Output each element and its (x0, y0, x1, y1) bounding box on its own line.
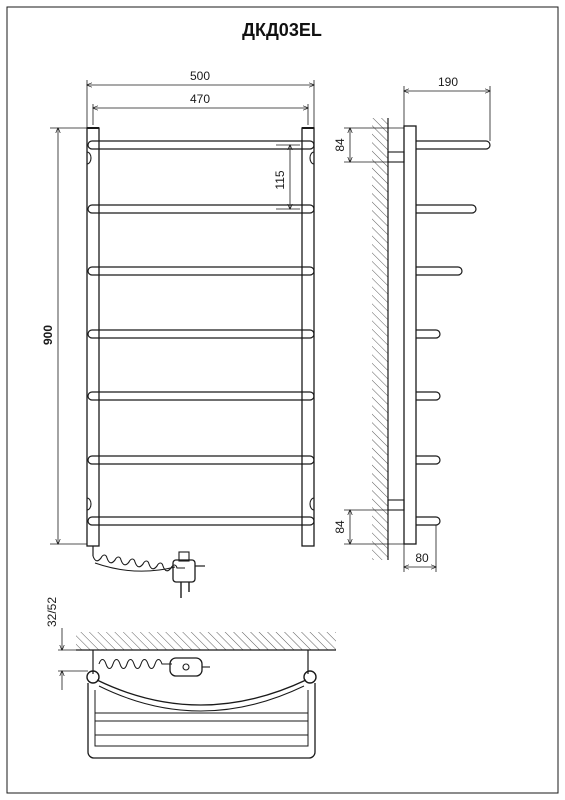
rung (87, 516, 315, 526)
dim-label-32-52: 32/52 (45, 597, 59, 627)
dim-label-115: 115 (273, 170, 287, 189)
dim-label-190: 190 (438, 75, 458, 89)
dim-height-total: 900 (41, 128, 87, 544)
rung (87, 329, 315, 339)
rung (87, 391, 315, 401)
power-plug (172, 551, 205, 598)
dim-wall-offset: 80 (404, 525, 436, 572)
side-rail (403, 125, 417, 545)
heating-cable (92, 546, 185, 572)
wall-section (372, 118, 388, 560)
rail-left-section (86, 670, 100, 684)
side-rungs (416, 140, 491, 526)
dim-width-total: 500 (87, 69, 314, 128)
rung (87, 455, 315, 465)
dim-bracket-top: 84 (333, 128, 404, 162)
front-view: 500 470 115 900 (41, 69, 315, 598)
drawing-frame (6, 6, 559, 794)
rail-right-section (303, 670, 317, 684)
side-view: 190 84 84 80 (333, 75, 491, 572)
dim-depth: 190 (404, 75, 490, 141)
wall-plan (76, 632, 336, 650)
dim-label-84-top: 84 (333, 138, 347, 152)
dim-label-80: 80 (415, 551, 429, 565)
dim-label-84-bottom: 84 (333, 520, 347, 534)
mount-brackets (86, 151, 315, 511)
dim-bracket-bottom: 84 (333, 510, 404, 544)
rung (87, 266, 315, 276)
top-view: 32/52 (45, 597, 336, 759)
drawing-title: ДКД03EL (242, 20, 322, 40)
dim-label-500: 500 (190, 69, 210, 83)
bracket-top (387, 151, 405, 163)
rung (87, 204, 315, 214)
dim-label-470: 470 (190, 92, 210, 106)
rungs (87, 140, 315, 526)
plug-top (169, 657, 210, 677)
dim-width-axis: 470 (93, 92, 308, 125)
dim-label-900: 900 (41, 325, 55, 345)
dim-rung-spacing: 115 (273, 145, 300, 209)
rung (87, 140, 315, 150)
dim-wall-gap: 32/52 (45, 597, 88, 690)
bracket-bottom (387, 499, 405, 511)
